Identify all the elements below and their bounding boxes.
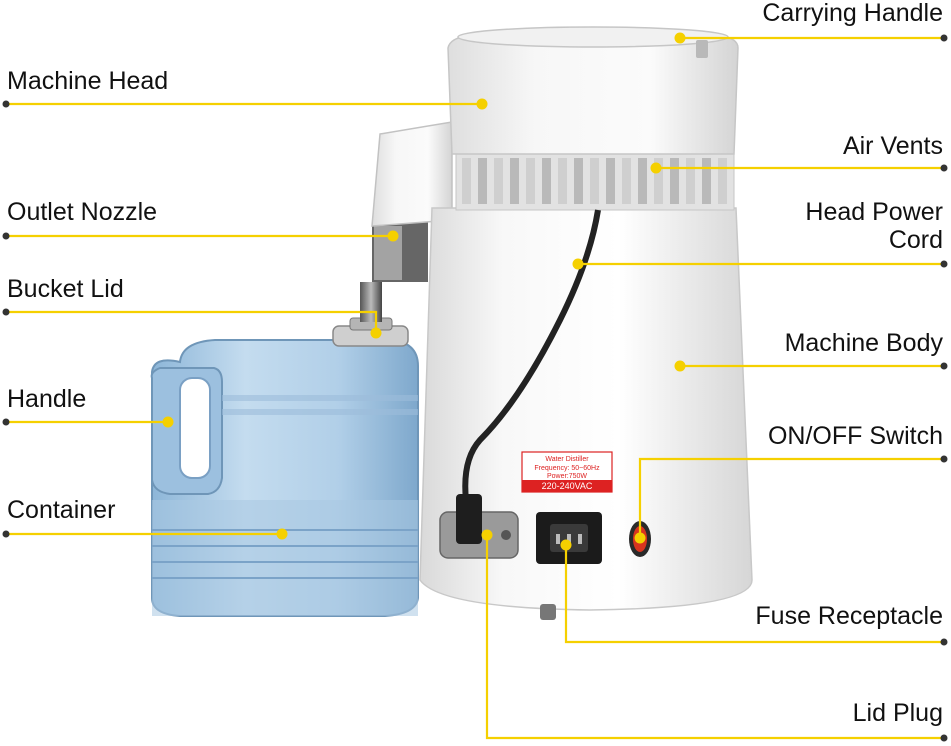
- fuse-receptacle-socket: [536, 512, 602, 564]
- leader-end-dot-bucket-lid: [2, 308, 10, 316]
- label-carrying-handle: Carrying Handle: [762, 0, 943, 27]
- machine-head: [447, 35, 739, 155]
- label-machine-body: Machine Body: [784, 329, 943, 357]
- plate-frequency: Frequency: 50~60Hz: [534, 465, 600, 472]
- drain-valve: [540, 604, 556, 620]
- vent-slat: [686, 158, 695, 204]
- label-air-vents: Air Vents: [842, 132, 943, 160]
- vent-slat: [558, 158, 567, 204]
- leader-target-dot-handle: [162, 416, 174, 428]
- leader-target-dot-machine-head: [476, 98, 488, 110]
- leader-end-dot-outlet-nozzle: [2, 232, 10, 240]
- leader-lid-plug: [485, 535, 944, 740]
- leader-end-dot-machine-body: [940, 362, 948, 370]
- vent-slat: [606, 158, 615, 204]
- vent-slat: [638, 158, 647, 204]
- leader-end-dot-carrying-handle: [940, 34, 948, 42]
- leader-bucket-lid: [6, 310, 378, 333]
- label-container: Container: [7, 496, 116, 524]
- leader-target-dot-bucket-lid: [370, 327, 382, 339]
- label-outlet-nozzle: Outlet Nozzle: [7, 198, 158, 226]
- label-handle: Handle: [7, 385, 87, 413]
- leader-lines: [2, 32, 948, 742]
- leader-target-dot-lid-plug: [481, 529, 493, 541]
- vent-slat: [478, 158, 487, 204]
- leader-target-dot-container: [276, 528, 288, 540]
- vent-slat: [494, 158, 503, 204]
- leader-end-dot-air-vents: [940, 164, 948, 172]
- leader-end-dot-container: [2, 530, 10, 538]
- machine-body: [419, 207, 753, 611]
- leader-target-dot-fuse-receptacle: [560, 539, 572, 551]
- head-power-cord: [462, 209, 601, 501]
- label-on-off-switch: ON/OFF Switch: [767, 422, 943, 450]
- bucket-lid: [332, 317, 409, 347]
- leader-target-dot-on-off-switch: [634, 532, 646, 544]
- vent-slat: [622, 158, 631, 204]
- label-machine-head: Machine Head: [7, 67, 169, 95]
- vent-slat: [702, 158, 711, 204]
- leader-target-dot-head-power-cord: [572, 258, 584, 270]
- vent-slat: [670, 158, 679, 204]
- vent-slat: [510, 158, 519, 204]
- handle-hinge: [696, 40, 708, 58]
- plate-voltage: 220-240VAC: [542, 481, 593, 491]
- vent-slat: [462, 158, 471, 204]
- vent-slat: [590, 158, 599, 204]
- label-head-power-cord-line1: Head Power: [805, 198, 943, 226]
- leader-target-dot-air-vents: [650, 162, 662, 174]
- rating-plate: Water Distiller Frequency: 50~60Hz Power…: [521, 451, 613, 493]
- leader-end-dot-head-power-cord: [940, 260, 948, 268]
- label-head-power-cord-line2: Cord: [888, 226, 943, 254]
- vent-slat: [526, 158, 535, 204]
- leader-end-dot-fuse-receptacle: [940, 638, 948, 646]
- air-vents: [455, 151, 735, 211]
- label-lid-plug: Lid Plug: [852, 699, 943, 727]
- label-bucket-lid: Bucket Lid: [7, 275, 124, 303]
- leader-on-off-switch: [638, 457, 944, 538]
- plate-power: Power:750W: [547, 473, 587, 480]
- vent-slat: [542, 158, 551, 204]
- leader-end-dot-machine-head: [2, 100, 10, 108]
- leader-end-dot-on-off-switch: [940, 455, 948, 463]
- leader-target-dot-carrying-handle: [674, 32, 686, 44]
- leader-target-dot-outlet-nozzle: [387, 230, 399, 242]
- plate-title: Water Distiller: [545, 456, 589, 463]
- vent-slat: [718, 158, 727, 204]
- container-jug: [150, 339, 419, 617]
- leader-end-dot-lid-plug: [940, 734, 948, 742]
- vent-slat: [574, 158, 583, 204]
- label-fuse-receptacle: Fuse Receptacle: [755, 602, 943, 630]
- vent-slat: [654, 158, 663, 204]
- lid-plug-socket: [439, 494, 519, 559]
- leader-end-dot-handle: [2, 418, 10, 426]
- leader-target-dot-machine-body: [674, 360, 686, 372]
- leader-fuse-receptacle: [564, 545, 944, 644]
